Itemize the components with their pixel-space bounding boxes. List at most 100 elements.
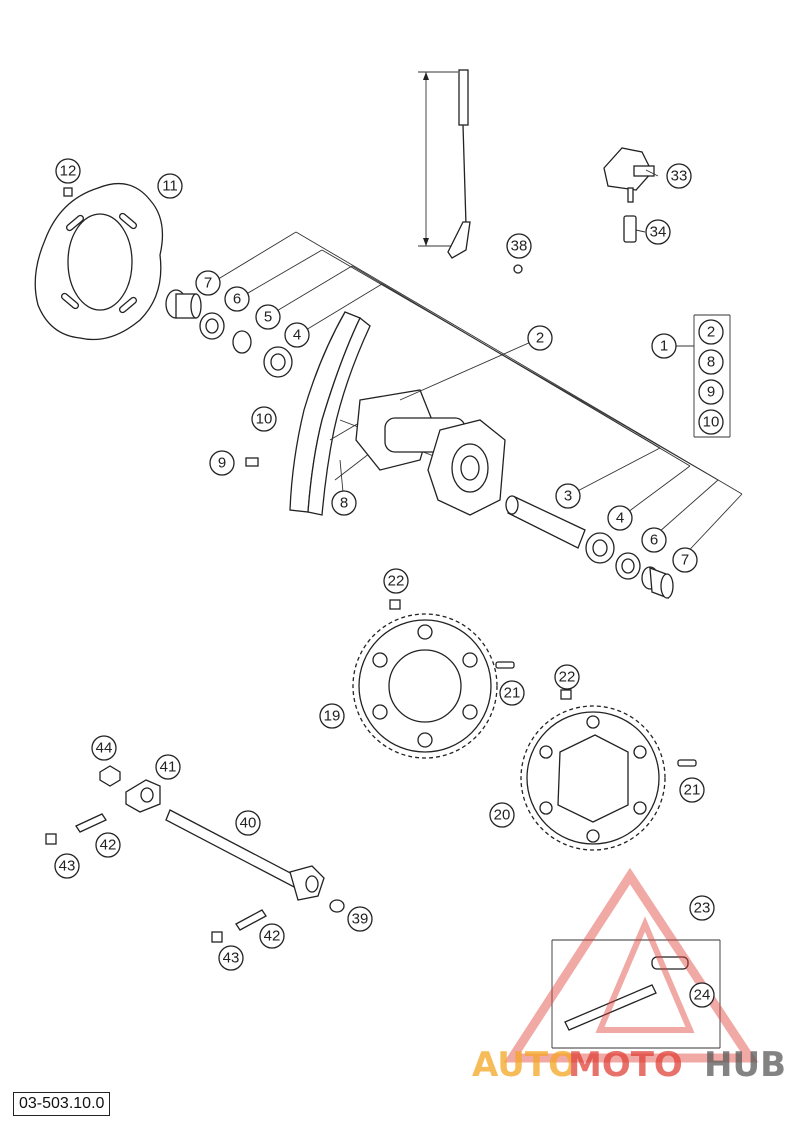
- valve-cap: [603, 147, 655, 203]
- svg-text:2: 2: [536, 330, 544, 347]
- callout-4-right: 4: [607, 505, 633, 531]
- svg-text:7: 7: [681, 552, 689, 569]
- svg-text:34: 34: [650, 224, 667, 241]
- callout-21-right: 21: [679, 777, 705, 803]
- svg-text:8: 8: [707, 354, 715, 371]
- svg-text:20: 20: [494, 807, 511, 824]
- svg-text:10: 10: [256, 411, 273, 428]
- svg-text:33: 33: [671, 168, 688, 185]
- sprocket-nut-right: [560, 689, 572, 700]
- callout-6-left: 6: [224, 286, 250, 312]
- svg-text:12: 12: [60, 163, 77, 180]
- svg-text:41: 41: [160, 759, 177, 776]
- lock-nut-upper: [45, 833, 57, 845]
- callout-9: 9: [209, 450, 235, 476]
- callout-40: 40: [235, 810, 261, 836]
- rear-sprocket-large: [352, 613, 498, 759]
- callout-1: 1: [651, 333, 677, 359]
- callout-6-right: 6: [641, 527, 667, 553]
- callout-43-upper: 43: [54, 853, 80, 879]
- assembly-guide-lines: [209, 169, 743, 561]
- sprocket-bolt-right: [677, 759, 697, 767]
- svg-text:42: 42: [264, 928, 281, 945]
- spoke-wrench: [418, 69, 471, 259]
- callout-3: 3: [555, 483, 581, 509]
- watermark-text: AUTO MOTO HUB: [472, 1045, 786, 1085]
- svg-text:1: 1: [660, 338, 668, 355]
- document-number: 03-503.10.0: [13, 1092, 111, 1116]
- svg-text:39: 39: [352, 911, 369, 928]
- svg-text:44: 44: [96, 740, 113, 757]
- callout-33: 33: [666, 163, 692, 189]
- chain-adjuster: [125, 779, 161, 813]
- wheel-axle: [165, 809, 325, 901]
- sprocket-nut-top: [389, 599, 401, 610]
- spoke-nipple: [513, 264, 523, 274]
- svg-text:11: 11: [162, 178, 178, 195]
- svg-text:6: 6: [650, 532, 658, 549]
- valve-stem: [623, 215, 637, 243]
- drive-chain: [564, 984, 657, 1031]
- kit-item-2: 2: [698, 319, 724, 345]
- svg-text:9: 9: [707, 384, 715, 401]
- svg-text:43: 43: [223, 950, 240, 967]
- left-spacer-flange: [165, 289, 202, 319]
- left-bearing: [263, 346, 293, 378]
- svg-text:42: 42: [100, 837, 117, 854]
- callout-8: 8: [331, 490, 357, 516]
- svg-text:8: 8: [340, 495, 348, 512]
- svg-text:7: 7: [204, 275, 212, 292]
- callout-34: 34: [645, 219, 671, 245]
- callout-42-upper: 42: [95, 832, 121, 858]
- svg-text:5: 5: [264, 309, 272, 326]
- right-spacer-flange: [641, 566, 674, 599]
- rim-lock-screw: [245, 457, 259, 467]
- svg-text:21: 21: [684, 782, 701, 799]
- callout-23: 23: [689, 895, 715, 921]
- rim: [289, 311, 371, 516]
- svg-text:40: 40: [240, 815, 257, 832]
- brake-disc: [34, 182, 164, 341]
- svg-text:38: 38: [511, 238, 528, 255]
- callout-44: 44: [91, 735, 117, 761]
- callout-12: 12: [55, 158, 81, 184]
- callout-10: 10: [251, 406, 277, 432]
- watermark-logo: [503, 867, 759, 1063]
- callout-43-lower: 43: [218, 945, 244, 971]
- callout-20: 20: [489, 802, 515, 828]
- callout-19: 19: [319, 703, 345, 729]
- callout-22-right: 22: [554, 664, 580, 690]
- callout-38: 38: [506, 233, 532, 259]
- svg-text:10: 10: [703, 414, 720, 431]
- hub: [329, 389, 506, 516]
- rear-sprocket-small: [520, 705, 666, 851]
- svg-text:3: 3: [564, 488, 572, 505]
- disc-screw: [63, 187, 73, 197]
- axle-spacer-tube: [505, 495, 586, 549]
- svg-text:19: 19: [324, 708, 341, 725]
- svg-text:AUTO: AUTO: [472, 1045, 577, 1085]
- axle-nut: [99, 765, 121, 787]
- svg-text:22: 22: [559, 669, 576, 686]
- axle-end-cap: [329, 899, 345, 913]
- adjuster-screw-lower: [235, 909, 267, 931]
- callout-24: 24: [689, 982, 715, 1008]
- right-bearing: [585, 532, 615, 564]
- kit-item-9: 9: [698, 379, 724, 405]
- svg-text:9: 9: [218, 455, 226, 472]
- svg-text:6: 6: [233, 291, 241, 308]
- callout-7-right: 7: [672, 547, 698, 573]
- callout-21-top: 21: [499, 680, 525, 706]
- right-seal-ring: [615, 552, 641, 580]
- svg-text:4: 4: [293, 327, 301, 344]
- svg-text:24: 24: [694, 987, 711, 1004]
- lock-nut-lower: [211, 931, 223, 943]
- callout-2: 2: [527, 325, 553, 351]
- svg-text:MOTO: MOTO: [568, 1045, 683, 1085]
- svg-text:22: 22: [388, 573, 405, 590]
- kit-item-8: 8: [698, 349, 724, 375]
- callout-41: 41: [155, 754, 181, 780]
- svg-text:43: 43: [59, 858, 76, 875]
- kit-item-10: 10: [698, 409, 724, 435]
